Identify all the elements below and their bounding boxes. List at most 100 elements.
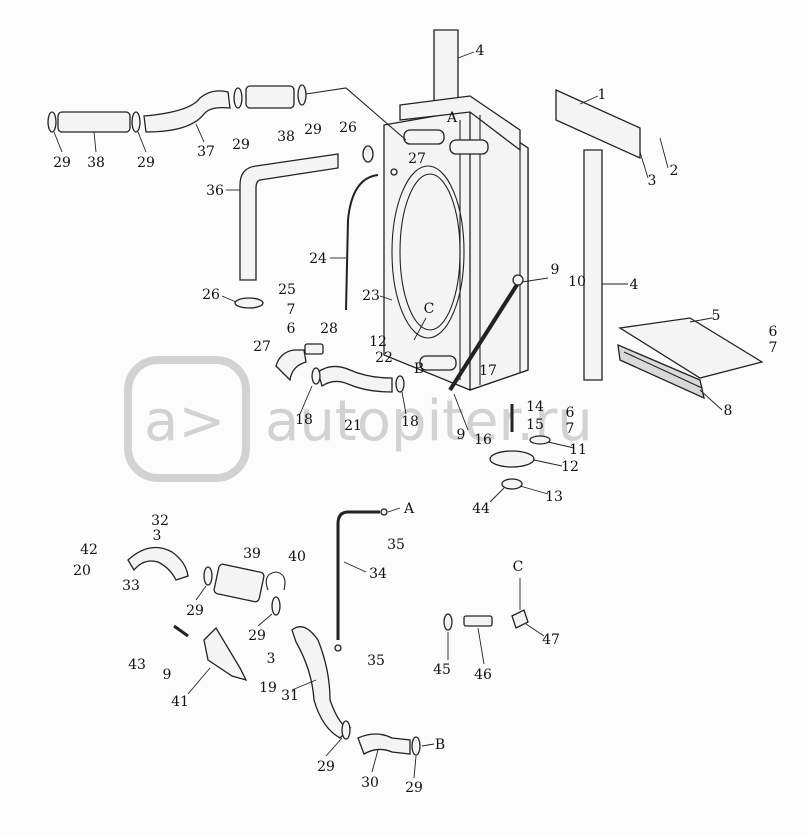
upper-outlet-pipe — [449, 139, 489, 155]
fan-shroud-ring — [391, 165, 465, 339]
callout-label: A — [446, 110, 458, 126]
callout-label: 29 — [304, 122, 322, 138]
callout-label: 20 — [73, 563, 91, 579]
clamp-29 — [47, 111, 57, 133]
clamp-26 — [362, 145, 374, 163]
elbow-27 — [275, 349, 307, 382]
callout-label: 29 — [248, 628, 266, 644]
callout-label: 29 — [137, 155, 155, 171]
callout-label: 26 — [202, 287, 220, 303]
ring-12 — [489, 450, 535, 468]
fitting-35-bottom — [334, 644, 342, 652]
clamp-29 — [341, 720, 351, 740]
hose-31 — [291, 626, 352, 739]
clamp-29 — [233, 87, 243, 109]
callout-label: 44 — [472, 501, 490, 517]
callout-label: 3 — [267, 651, 276, 667]
clamp-29 — [297, 84, 307, 106]
fitting-46 — [463, 615, 493, 627]
callout-label: 31 — [281, 688, 299, 704]
watermark: a> autopiter.ru — [124, 356, 593, 482]
hose-38-left — [57, 111, 131, 133]
callout-label: 24 — [309, 251, 327, 267]
callout-label: 6 — [566, 405, 575, 421]
callout-label: 7 — [566, 421, 575, 437]
callout-label: 5 — [712, 308, 721, 324]
watermark-logo-frame — [124, 356, 250, 482]
callout-label: 41 — [171, 694, 189, 710]
callout-label: 45 — [433, 662, 451, 678]
callout-label: 13 — [545, 489, 563, 505]
tie-rod — [448, 278, 522, 392]
callout-label: 15 — [526, 417, 544, 433]
callout-label: 36 — [206, 183, 224, 199]
callout-label: 16 — [474, 432, 492, 448]
callout-label: 8 — [724, 403, 733, 419]
callout-label: 19 — [259, 680, 277, 696]
callout-label: 29 — [186, 603, 204, 619]
callout-label: 12 — [561, 459, 579, 475]
callout-label: 10 — [568, 274, 586, 290]
clamp-26-lower — [234, 297, 264, 309]
callout-label: 9 — [457, 427, 466, 443]
callout-label: 6 — [769, 324, 778, 340]
fitting-27 — [390, 168, 398, 176]
callout-label: 7 — [287, 302, 296, 318]
bracket-25 — [304, 343, 324, 355]
bent-pipe-36 — [239, 153, 339, 281]
callout-label: 22 — [375, 350, 393, 366]
pipe-34 — [336, 510, 380, 640]
callout-label: 29 — [53, 155, 71, 171]
callout-label: 29 — [232, 137, 250, 153]
callout-label: 29 — [405, 780, 423, 796]
callout-label: 35 — [367, 653, 385, 669]
curved-hose-37 — [143, 90, 231, 133]
callout-label: 1 — [598, 87, 607, 103]
watermark-logo-glyph: a> — [144, 389, 225, 454]
callout-label: 38 — [277, 129, 295, 145]
clamp-29 — [203, 566, 213, 586]
upper-inlet-pipe — [403, 129, 445, 145]
callout-label: 17 — [479, 363, 497, 379]
callout-label: 35 — [387, 537, 405, 553]
callout-label: B — [435, 737, 445, 753]
callout-label: 47 — [542, 632, 560, 648]
callout-label: 30 — [361, 775, 379, 791]
callout-label: 18 — [401, 414, 419, 430]
callout-label: C — [513, 559, 524, 575]
mounting-frame — [617, 343, 705, 400]
hose-30 — [357, 733, 411, 755]
callout-label: B — [414, 361, 424, 377]
callout-label: 40 — [288, 549, 306, 565]
washer-11 — [529, 435, 551, 445]
callout-label: 11 — [569, 442, 587, 458]
callout-label: 39 — [243, 546, 261, 562]
callout-label: 29 — [317, 759, 335, 775]
plug-47 — [511, 609, 529, 629]
callout-label: 12 — [369, 334, 387, 350]
callout-label: 9 — [551, 262, 560, 278]
radiator-assembly — [383, 95, 529, 391]
clamp-18 — [311, 367, 321, 385]
hose-21 — [317, 365, 393, 393]
cover-plate — [555, 88, 641, 160]
elbow-42 — [127, 546, 189, 581]
callout-label: 32 — [151, 513, 169, 529]
callout-label: 28 — [320, 321, 338, 337]
washer-45 — [443, 613, 453, 631]
side-support-plate — [583, 149, 603, 381]
callout-label: 2 — [670, 163, 679, 179]
callout-label: 25 — [278, 282, 296, 298]
callout-label: A — [403, 501, 415, 517]
callout-label: 42 — [80, 542, 98, 558]
callout-label: 7 — [769, 340, 778, 356]
tie-rod-end — [512, 274, 524, 286]
lower-outlet-pipe — [419, 355, 457, 371]
callout-label: 27 — [408, 151, 426, 167]
callout-label: 43 — [128, 657, 146, 673]
callout-label: 26 — [339, 120, 357, 136]
clamp-29 — [131, 111, 141, 133]
callout-label: 4 — [476, 43, 485, 59]
